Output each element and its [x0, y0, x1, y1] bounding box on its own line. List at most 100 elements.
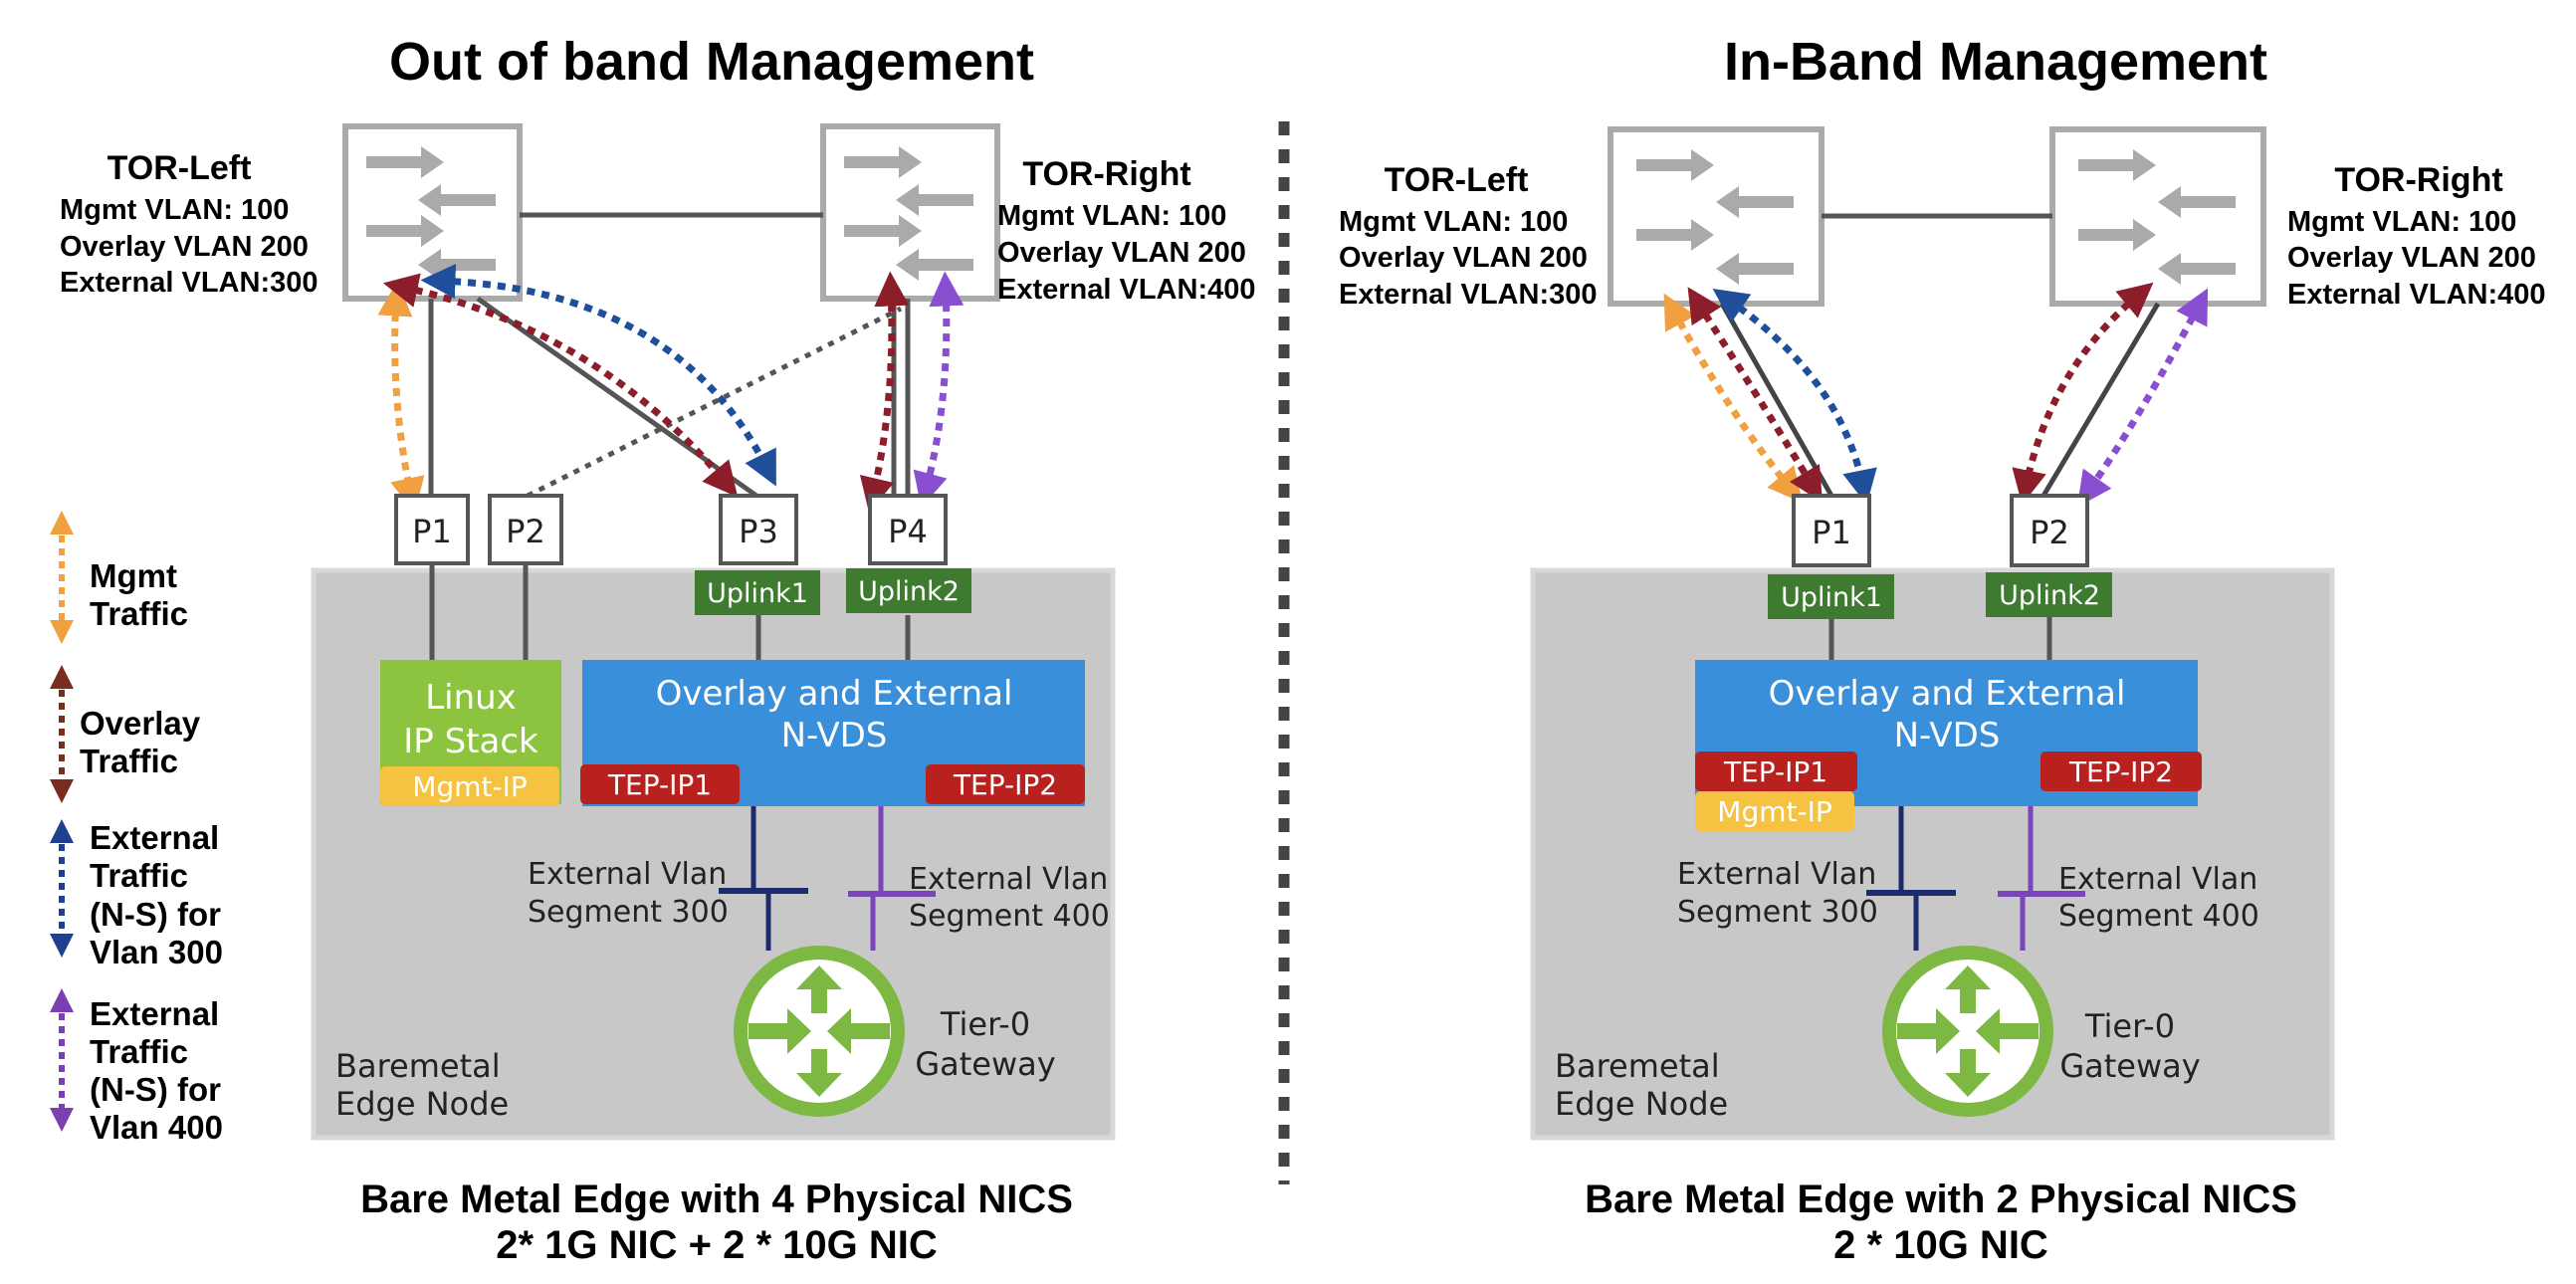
seg400-label-2-right: Segment 400	[2058, 899, 2259, 934]
uplink1-label-right: Uplink1	[1768, 574, 1894, 619]
overlay-traffic-arrow-p3	[382, 273, 739, 498]
legend-ext400-2: Traffic	[90, 1033, 188, 1070]
tor-right-mgmt: Mgmt VLAN: 100	[997, 200, 1226, 232]
ext400-traffic-arrow-right	[2076, 288, 2209, 508]
mgmt-traffic-arrow	[377, 281, 425, 514]
seg400-label-1-right: External Vlan	[2058, 862, 2257, 897]
ext300-traffic-arrow-right	[1712, 289, 1877, 506]
right-caption-1: Bare Metal Edge with 2 Physical NICS	[1585, 1177, 2297, 1221]
legend-overlay-1: Overlay	[80, 705, 201, 742]
svg-text:Overlay and External: Overlay and External	[656, 674, 1013, 714]
tor-left-label: TOR-Left	[107, 149, 252, 187]
port-p4[interactable]: P4	[868, 494, 948, 565]
legend-overlay-2: Traffic	[80, 743, 178, 779]
seg300-label-2-right: Segment 300	[1677, 895, 1878, 930]
svg-text:P3: P3	[739, 513, 778, 550]
gateway-label-2-right: Gateway	[2059, 1047, 2200, 1085]
legend-mgmt-2: Traffic	[90, 595, 188, 632]
svg-text:TEP-IP1: TEP-IP1	[607, 768, 712, 801]
legend-ext300-2: Traffic	[90, 857, 188, 894]
cable-p1-right	[1719, 302, 1834, 498]
port-p1[interactable]: P1	[394, 494, 470, 565]
tor-right-label: TOR-Right	[1022, 155, 1190, 193]
ext400-traffic-arrow	[913, 271, 965, 508]
svg-text:N-VDS: N-VDS	[781, 716, 888, 755]
seg300-label-1: External Vlan	[528, 857, 727, 892]
svg-text:P4: P4	[888, 513, 928, 550]
port-p3[interactable]: P3	[719, 494, 798, 565]
tep-ip1-badge: TEP-IP1	[580, 764, 740, 804]
tor-left-switch	[342, 123, 523, 302]
svg-text:P2: P2	[506, 513, 545, 550]
legend: Mgmt Traffic Overlay Traffic External Tr…	[50, 511, 223, 1146]
mgmt-traffic-arrow-right	[1663, 293, 1804, 504]
tor-left-label-right: TOR-Left	[1385, 161, 1529, 199]
svg-text:Uplink1: Uplink1	[707, 578, 808, 609]
tep-ip2-badge: TEP-IP2	[926, 764, 1085, 804]
svg-text:P2: P2	[2030, 514, 2069, 551]
seg300-label-2: Segment 300	[528, 895, 729, 930]
tor-left-mgmt-right: Mgmt VLAN: 100	[1339, 206, 1568, 238]
overlay-traffic-arrow-right-l	[1687, 287, 1824, 504]
tor-right-switch	[820, 123, 1000, 302]
node-label-1-right: Baremetal	[1555, 1047, 1720, 1085]
left-caption-2: 2* 1G NIC + 2 * 10G NIC	[496, 1223, 938, 1267]
svg-text:P1: P1	[412, 513, 452, 550]
legend-ext400-4: Vlan 400	[90, 1109, 223, 1146]
legend-ext300-1: External	[90, 819, 219, 856]
svg-text:N-VDS: N-VDS	[1894, 716, 2001, 755]
mgmt-ip-badge-right: Mgmt-IP	[1695, 791, 1854, 831]
seg400-label-1: External Vlan	[909, 862, 1108, 897]
svg-text:P1: P1	[1812, 514, 1851, 551]
node-label-2-right: Edge Node	[1555, 1085, 1728, 1123]
svg-text:Uplink1: Uplink1	[1781, 582, 1882, 613]
right-title: In-Band Management	[1724, 32, 2267, 92]
tier0-gateway-icon-right	[1882, 946, 2053, 1117]
svg-text:Mgmt-IP: Mgmt-IP	[412, 770, 527, 803]
tor-left-switch-right	[1608, 126, 1825, 307]
gateway-label-1-right: Tier-0	[2084, 1007, 2175, 1045]
overlay-traffic-arrow-right-r	[2012, 282, 2154, 506]
seg300-label-1-right: External Vlan	[1677, 857, 1876, 892]
tor-left-overlay-right: Overlay VLAN 200	[1339, 242, 1588, 274]
svg-text:TEP-IP2: TEP-IP2	[2068, 755, 2173, 788]
tor-right-switch-right	[2049, 126, 2266, 307]
port-p2-right[interactable]: P2	[2010, 494, 2089, 567]
tor-left-external: External VLAN:300	[60, 267, 319, 299]
uplink2-label: Uplink2	[846, 568, 971, 613]
tier0-gateway-icon	[734, 946, 905, 1117]
tor-left-mgmt: Mgmt VLAN: 100	[60, 194, 289, 226]
tor-right-external: External VLAN:400	[997, 274, 1256, 306]
tor-right-external-right: External VLAN:400	[2287, 279, 2546, 311]
tor-left-overlay: Overlay VLAN 200	[60, 231, 309, 263]
overlay-traffic-arrow-p4	[859, 271, 910, 514]
tor-right-label-right: TOR-Right	[2334, 161, 2502, 199]
svg-text:Uplink2: Uplink2	[858, 576, 960, 607]
svg-text:Mgmt-IP: Mgmt-IP	[1717, 795, 1831, 828]
right-caption-2: 2 * 10G NIC	[1833, 1223, 2048, 1267]
legend-ext300-3: (N-S) for	[90, 896, 221, 933]
svg-text:Linux: Linux	[425, 678, 517, 718]
legend-mgmt-1: Mgmt	[90, 557, 177, 594]
left-panel: Out of band Management TOR-Left Mgmt VLA…	[60, 32, 1256, 1267]
tor-right-mgmt-right: Mgmt VLAN: 100	[2287, 206, 2516, 238]
tor-right-overlay-right: Overlay VLAN 200	[2287, 242, 2536, 274]
cable-p2-right	[2040, 302, 2161, 498]
port-p2[interactable]: P2	[488, 494, 563, 565]
svg-text:TEP-IP2: TEP-IP2	[953, 768, 1057, 801]
left-caption-1: Bare Metal Edge with 4 Physical NICS	[360, 1177, 1073, 1221]
tor-left-external-right: External VLAN:300	[1339, 279, 1598, 311]
left-title: Out of band Management	[389, 32, 1034, 92]
gateway-label-1: Tier-0	[940, 1005, 1030, 1043]
svg-text:IP Stack: IP Stack	[403, 722, 538, 761]
port-p1-right[interactable]: P1	[1792, 494, 1871, 567]
tor-right-overlay: Overlay VLAN 200	[997, 237, 1246, 269]
legend-ext400-1: External	[90, 995, 219, 1032]
svg-text:Uplink2: Uplink2	[1999, 580, 2100, 611]
gateway-label-2: Gateway	[915, 1045, 1055, 1083]
tep-ip1-badge-right: TEP-IP1	[1695, 751, 1857, 791]
uplink2-label-right: Uplink2	[1986, 572, 2112, 617]
tep-ip2-badge-right: TEP-IP2	[2040, 751, 2202, 791]
uplink1-label: Uplink1	[695, 570, 820, 615]
